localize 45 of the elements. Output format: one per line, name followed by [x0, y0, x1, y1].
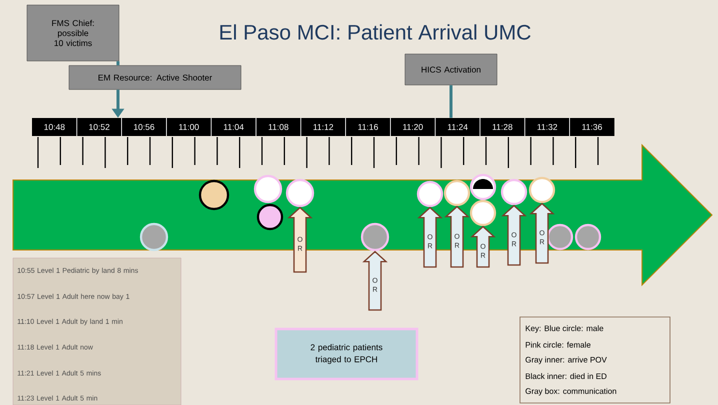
key-text: Black inner: died in ED: [526, 373, 606, 380]
time-label: 11:04: [224, 124, 244, 130]
time-label: 11:08: [268, 124, 288, 130]
patient-circle: [528, 176, 556, 204]
time-label: 11:28: [492, 124, 512, 130]
time-label: 10:48: [44, 124, 65, 130]
time-label: 11:16: [358, 124, 378, 130]
timeline-bar: [32, 118, 614, 136]
title: El Paso MCI: Patient Arrival UMC: [220, 24, 531, 40]
time-label: 11:20: [403, 124, 423, 130]
key-text: Pink circle: female: [526, 342, 590, 348]
patient-circle: [470, 174, 496, 200]
time-label: 11:00: [179, 124, 199, 130]
patient-circle: [286, 178, 314, 208]
key-text: Gray box: communication: [526, 388, 616, 396]
time-label: 10:56: [134, 124, 154, 130]
time-label: 11:32: [538, 124, 558, 130]
patient-circle: [254, 174, 282, 204]
patient-circle: [360, 222, 390, 252]
or-arrow: [529, 202, 555, 264]
or-arrow: [444, 206, 470, 268]
patient-circle: [444, 180, 470, 206]
patient-circle: [140, 222, 168, 252]
communication-box: EM Resource: Active Shooter: [68, 65, 242, 90]
key-box: [520, 316, 670, 404]
key-text: Key: Blue circle: male: [526, 325, 604, 333]
message-list: [12, 258, 182, 405]
or-arrow: [501, 204, 527, 266]
patient-circle: [500, 178, 528, 206]
patient-circle: [470, 200, 496, 226]
time-label: 11:12: [314, 124, 334, 130]
communication-box: HICS Activation: [404, 54, 498, 86]
time-label: 10:52: [89, 124, 110, 130]
time-label: 11:24: [448, 124, 468, 130]
patient-circle: [574, 224, 602, 250]
key-text: Gray inner: arrive POV: [526, 356, 607, 364]
or-arrow: [417, 206, 443, 268]
or-arrow: [362, 250, 388, 311]
or-arrow: [287, 206, 313, 273]
patient-circle: [256, 204, 284, 230]
patient-circle: [198, 180, 230, 210]
patient-circle: [416, 180, 444, 208]
note-box: 2 pediatric patients triaged to EPCH: [274, 328, 418, 380]
communication-box: FMS Chief: possible 10 victims: [26, 4, 120, 62]
time-label: 11:36: [582, 124, 602, 130]
